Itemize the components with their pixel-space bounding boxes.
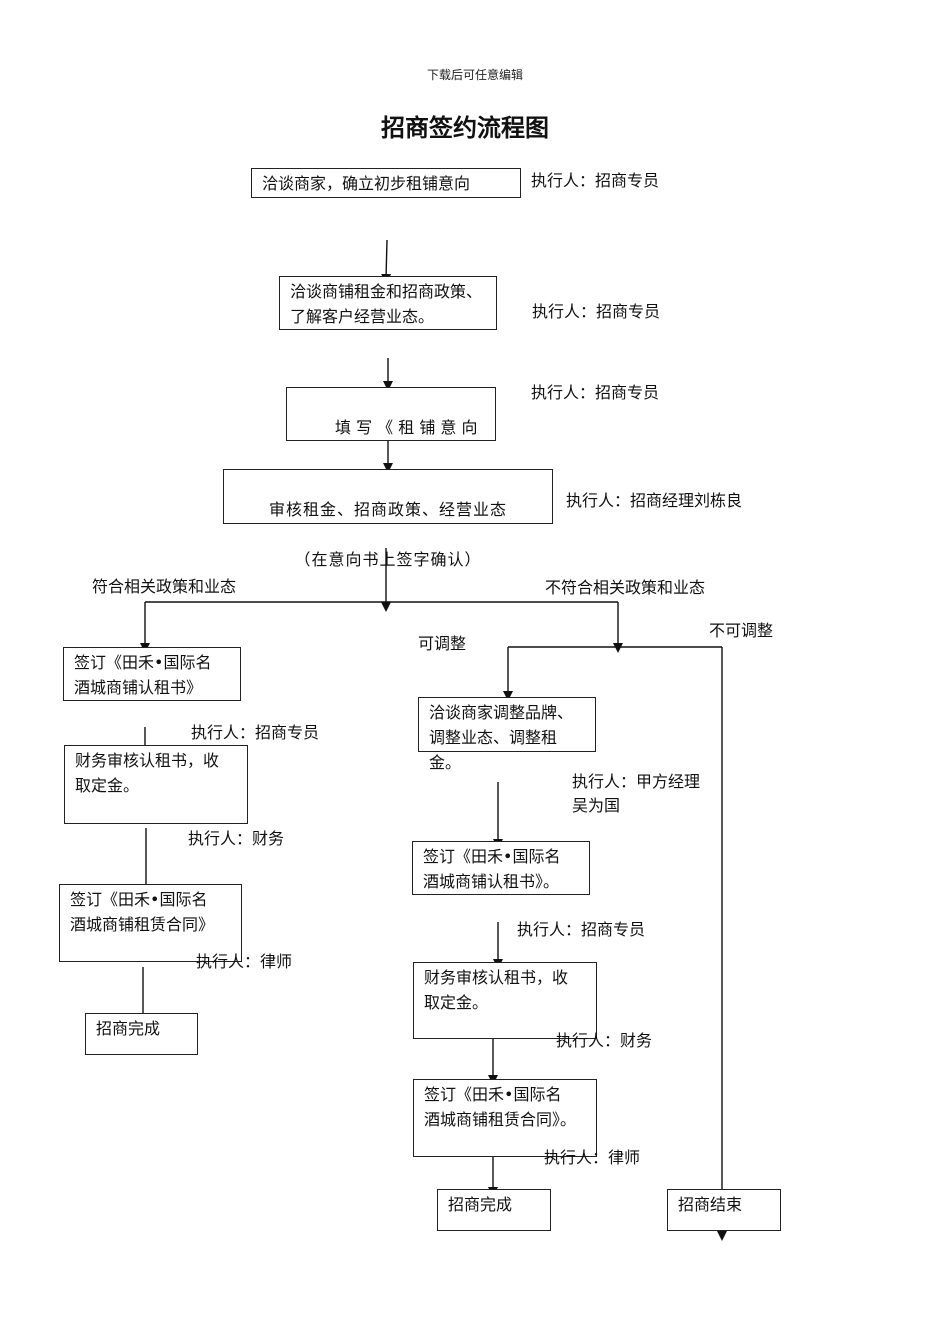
node-review-line2: （在意向书上签字确认）	[294, 550, 482, 569]
page-title: 招商签约流程图	[381, 113, 549, 142]
node-review: 审核租金、招商政策、经营业态 （在意向书上签字确认）	[223, 469, 553, 569]
exec-label-left-lease: 执行人：律师	[196, 952, 293, 971]
header-note: 下载后可任意编辑	[426, 68, 523, 82]
node-negotiate-intent: 洽谈商家，确立初步租铺意向	[251, 168, 521, 198]
node-mid-negotiate: 洽谈商家调整品牌、 调整业态、调整租金。	[418, 697, 596, 772]
node-left-finance: 财务审核认租书，收 取定金。	[64, 745, 248, 824]
exec-label-mid-confirm: 执行人：招商专员	[517, 920, 646, 939]
node-fill-intent: 填 写 《 租 铺 意 向 书》	[286, 387, 496, 487]
node-mid-finance: 财务审核认租书，收 取定金。	[413, 962, 597, 1039]
exec-label-mid-negotiate: 执行人：甲方经理 吴为国	[572, 772, 701, 815]
exec-label-step2: 执行人：招商专员	[532, 302, 661, 321]
node-negotiate-rent: 洽谈商铺租金和招商政策、 了解客户经营业态。	[279, 276, 497, 330]
node-review-line1: 审核租金、招商政策、经营业态	[268, 500, 507, 519]
branch-label-yes: 符合相关政策和业态	[92, 577, 237, 596]
exec-label-step3: 执行人：招商专员	[531, 383, 660, 402]
node-left-done: 招商完成	[85, 1013, 198, 1055]
exec-label-mid-finance: 执行人：财务	[556, 1031, 653, 1050]
exec-label-mid-lease: 执行人：律师	[544, 1148, 641, 1167]
exec-label-step4: 执行人：招商经理刘栋良	[566, 491, 743, 510]
branch-label-not-adjustable: 不可调整	[709, 621, 774, 640]
exec-label-left-finance: 执行人：财务	[188, 829, 285, 848]
exec-label-step1: 执行人：招商专员	[531, 171, 660, 190]
node-fill-intent-line1: 填 写 《 租 铺 意 向	[335, 418, 478, 437]
node-right-end: 招商结束	[667, 1189, 781, 1231]
node-mid-done: 招商完成	[437, 1189, 551, 1231]
branch-label-no: 不符合相关政策和业态	[545, 578, 706, 597]
node-mid-sign-lease: 签订《田禾•国际名 酒城商铺租赁合同》。	[413, 1079, 597, 1157]
arrow-step1-step2	[381, 239, 392, 284]
exec-label-left-confirm: 执行人：招商专员	[191, 723, 320, 742]
node-left-sign-lease: 签订《田禾•国际名 酒城商铺租赁合同》	[59, 884, 242, 962]
branch-label-adjustable: 可调整	[418, 634, 467, 653]
node-left-sign-confirm: 签订《田禾•国际名 酒城商铺认租书》	[63, 647, 241, 701]
node-mid-sign-confirm: 签订《田禾•国际名 酒城商铺认租书》。	[412, 841, 590, 895]
